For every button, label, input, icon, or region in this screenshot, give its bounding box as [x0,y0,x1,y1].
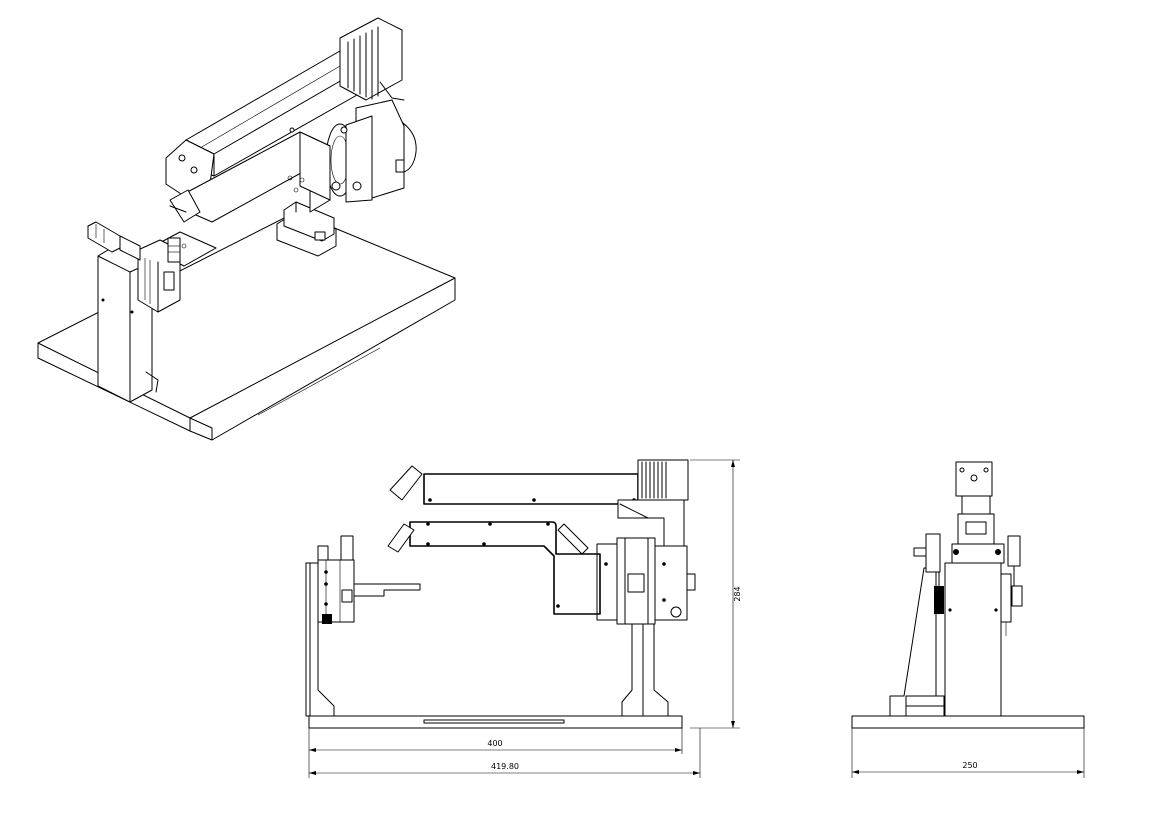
side-micrometer-right [1007,535,1023,607]
dim-284-label: 284 [733,586,742,601]
dim-400-label: 400 [487,739,502,748]
front-lower-arm [387,521,601,615]
iso-micrometer-x [87,221,141,261]
front-right-column [621,617,669,717]
iso-lower-arm [169,131,331,223]
front-dimensions [308,459,740,778]
iso-motor-fins [347,26,379,100]
iso-rotary-unit [325,99,417,203]
front-left-column [305,535,355,717]
iso-micrometer-z [167,237,181,263]
front-rotary-unit [596,537,696,625]
side-dimensions [851,728,1085,778]
iso-upper-arm [165,17,405,197]
isometric-view [37,17,456,441]
side-support-frame [889,567,945,717]
iso-left-column [87,221,181,403]
iso-pedestal [276,201,337,257]
side-view: 250 [851,461,1085,778]
front-slide-arm [353,583,421,597]
front-motor-fins [641,461,667,499]
dim-250-label: 250 [962,761,977,770]
dim-419-label: 419.80 [491,762,519,771]
side-micrometer-left [913,533,944,614]
side-upper-assembly [951,461,1005,564]
front-view: 400 419.80 284 [305,459,742,778]
side-base-plate [851,715,1085,729]
side-main-body [944,562,1012,717]
front-upper-arm [389,459,689,547]
